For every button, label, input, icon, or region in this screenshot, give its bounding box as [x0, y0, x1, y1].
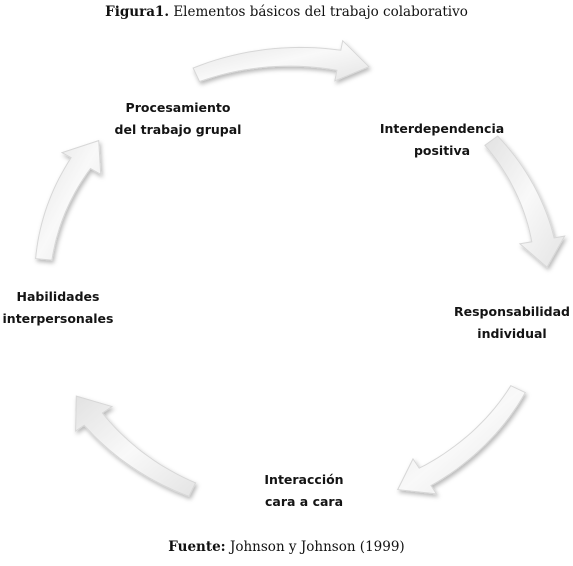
- arrow-left-icon: [35, 139, 102, 261]
- node-procesamiento-trabajo-grupal: Procesamiento del trabajo grupal: [88, 97, 268, 141]
- node-interdependencia-line1: Interdependencia: [379, 121, 505, 136]
- arrow-top-icon: [192, 39, 370, 83]
- arrow-right-upper-icon: [484, 135, 566, 268]
- figure-label: Figura1.: [105, 4, 170, 20]
- source-note: Fuente: Johnson y Johnson (1999): [0, 539, 573, 555]
- source-text: Johnson y Johnson (1999): [229, 539, 405, 555]
- node-interaccion-line1: Interacción: [264, 472, 344, 487]
- node-habilidades-interpersonales: Habilidades interpersonales: [0, 286, 116, 330]
- node-interaccion-line2: cara a cara: [264, 494, 344, 509]
- node-responsabilidad-individual: Responsabilidad individual: [428, 301, 573, 345]
- source-label: Fuente:: [168, 539, 226, 555]
- node-procesamiento-line2: del trabajo grupal: [114, 122, 242, 137]
- figure-title-text: Elementos básicos del trabajo colaborati…: [173, 4, 468, 20]
- node-habilidades-line1: Habilidades: [16, 289, 100, 304]
- node-interdependencia-positiva: Interdependencia positiva: [352, 118, 532, 162]
- node-procesamiento-line1: Procesamiento: [125, 100, 231, 115]
- arrow-right-lower-icon: [396, 385, 527, 495]
- node-responsabilidad-line2: individual: [477, 326, 547, 341]
- node-habilidades-line2: interpersonales: [2, 311, 114, 326]
- node-interaccion-cara-a-cara: Interacción cara a cara: [214, 469, 394, 513]
- figure-title: Figura1. Elementos básicos del trabajo c…: [0, 4, 573, 20]
- arrow-bottom-left-icon: [75, 395, 197, 498]
- node-interdependencia-line2: positiva: [413, 143, 471, 158]
- node-responsabilidad-line1: Responsabilidad: [454, 304, 570, 319]
